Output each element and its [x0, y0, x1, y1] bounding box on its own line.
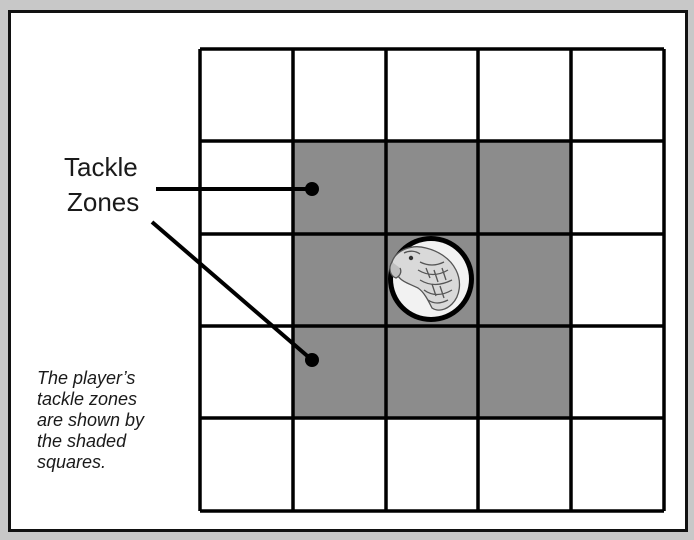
tackle-zone-cell: [478, 326, 571, 418]
caption-line: squares.: [37, 452, 144, 473]
tackle-zone-cell: [386, 326, 478, 418]
tackle-zone-cell: [293, 326, 386, 418]
caption-line: are shown by: [37, 410, 144, 431]
player-counter: [388, 236, 474, 322]
tackle-zones-label-line1: Tackle: [64, 150, 139, 185]
tackle-zones-label-line2: Zones: [64, 185, 139, 220]
leader-dot-lower: [305, 353, 319, 367]
caption-line: the shaded: [37, 431, 144, 452]
leader-dot-upper: [305, 182, 319, 196]
tackle-zone-cell: [478, 141, 571, 234]
tackle-zones-label: Tackle Zones: [64, 150, 139, 220]
tackle-zone-cell: [386, 141, 478, 234]
caption-line: The player’s: [37, 368, 144, 389]
caption-line: tackle zones: [37, 389, 144, 410]
caption: The player’s tackle zones are shown by t…: [37, 368, 144, 473]
tackle-zone-cell: [293, 234, 386, 326]
tackle-zone-cell: [478, 234, 571, 326]
